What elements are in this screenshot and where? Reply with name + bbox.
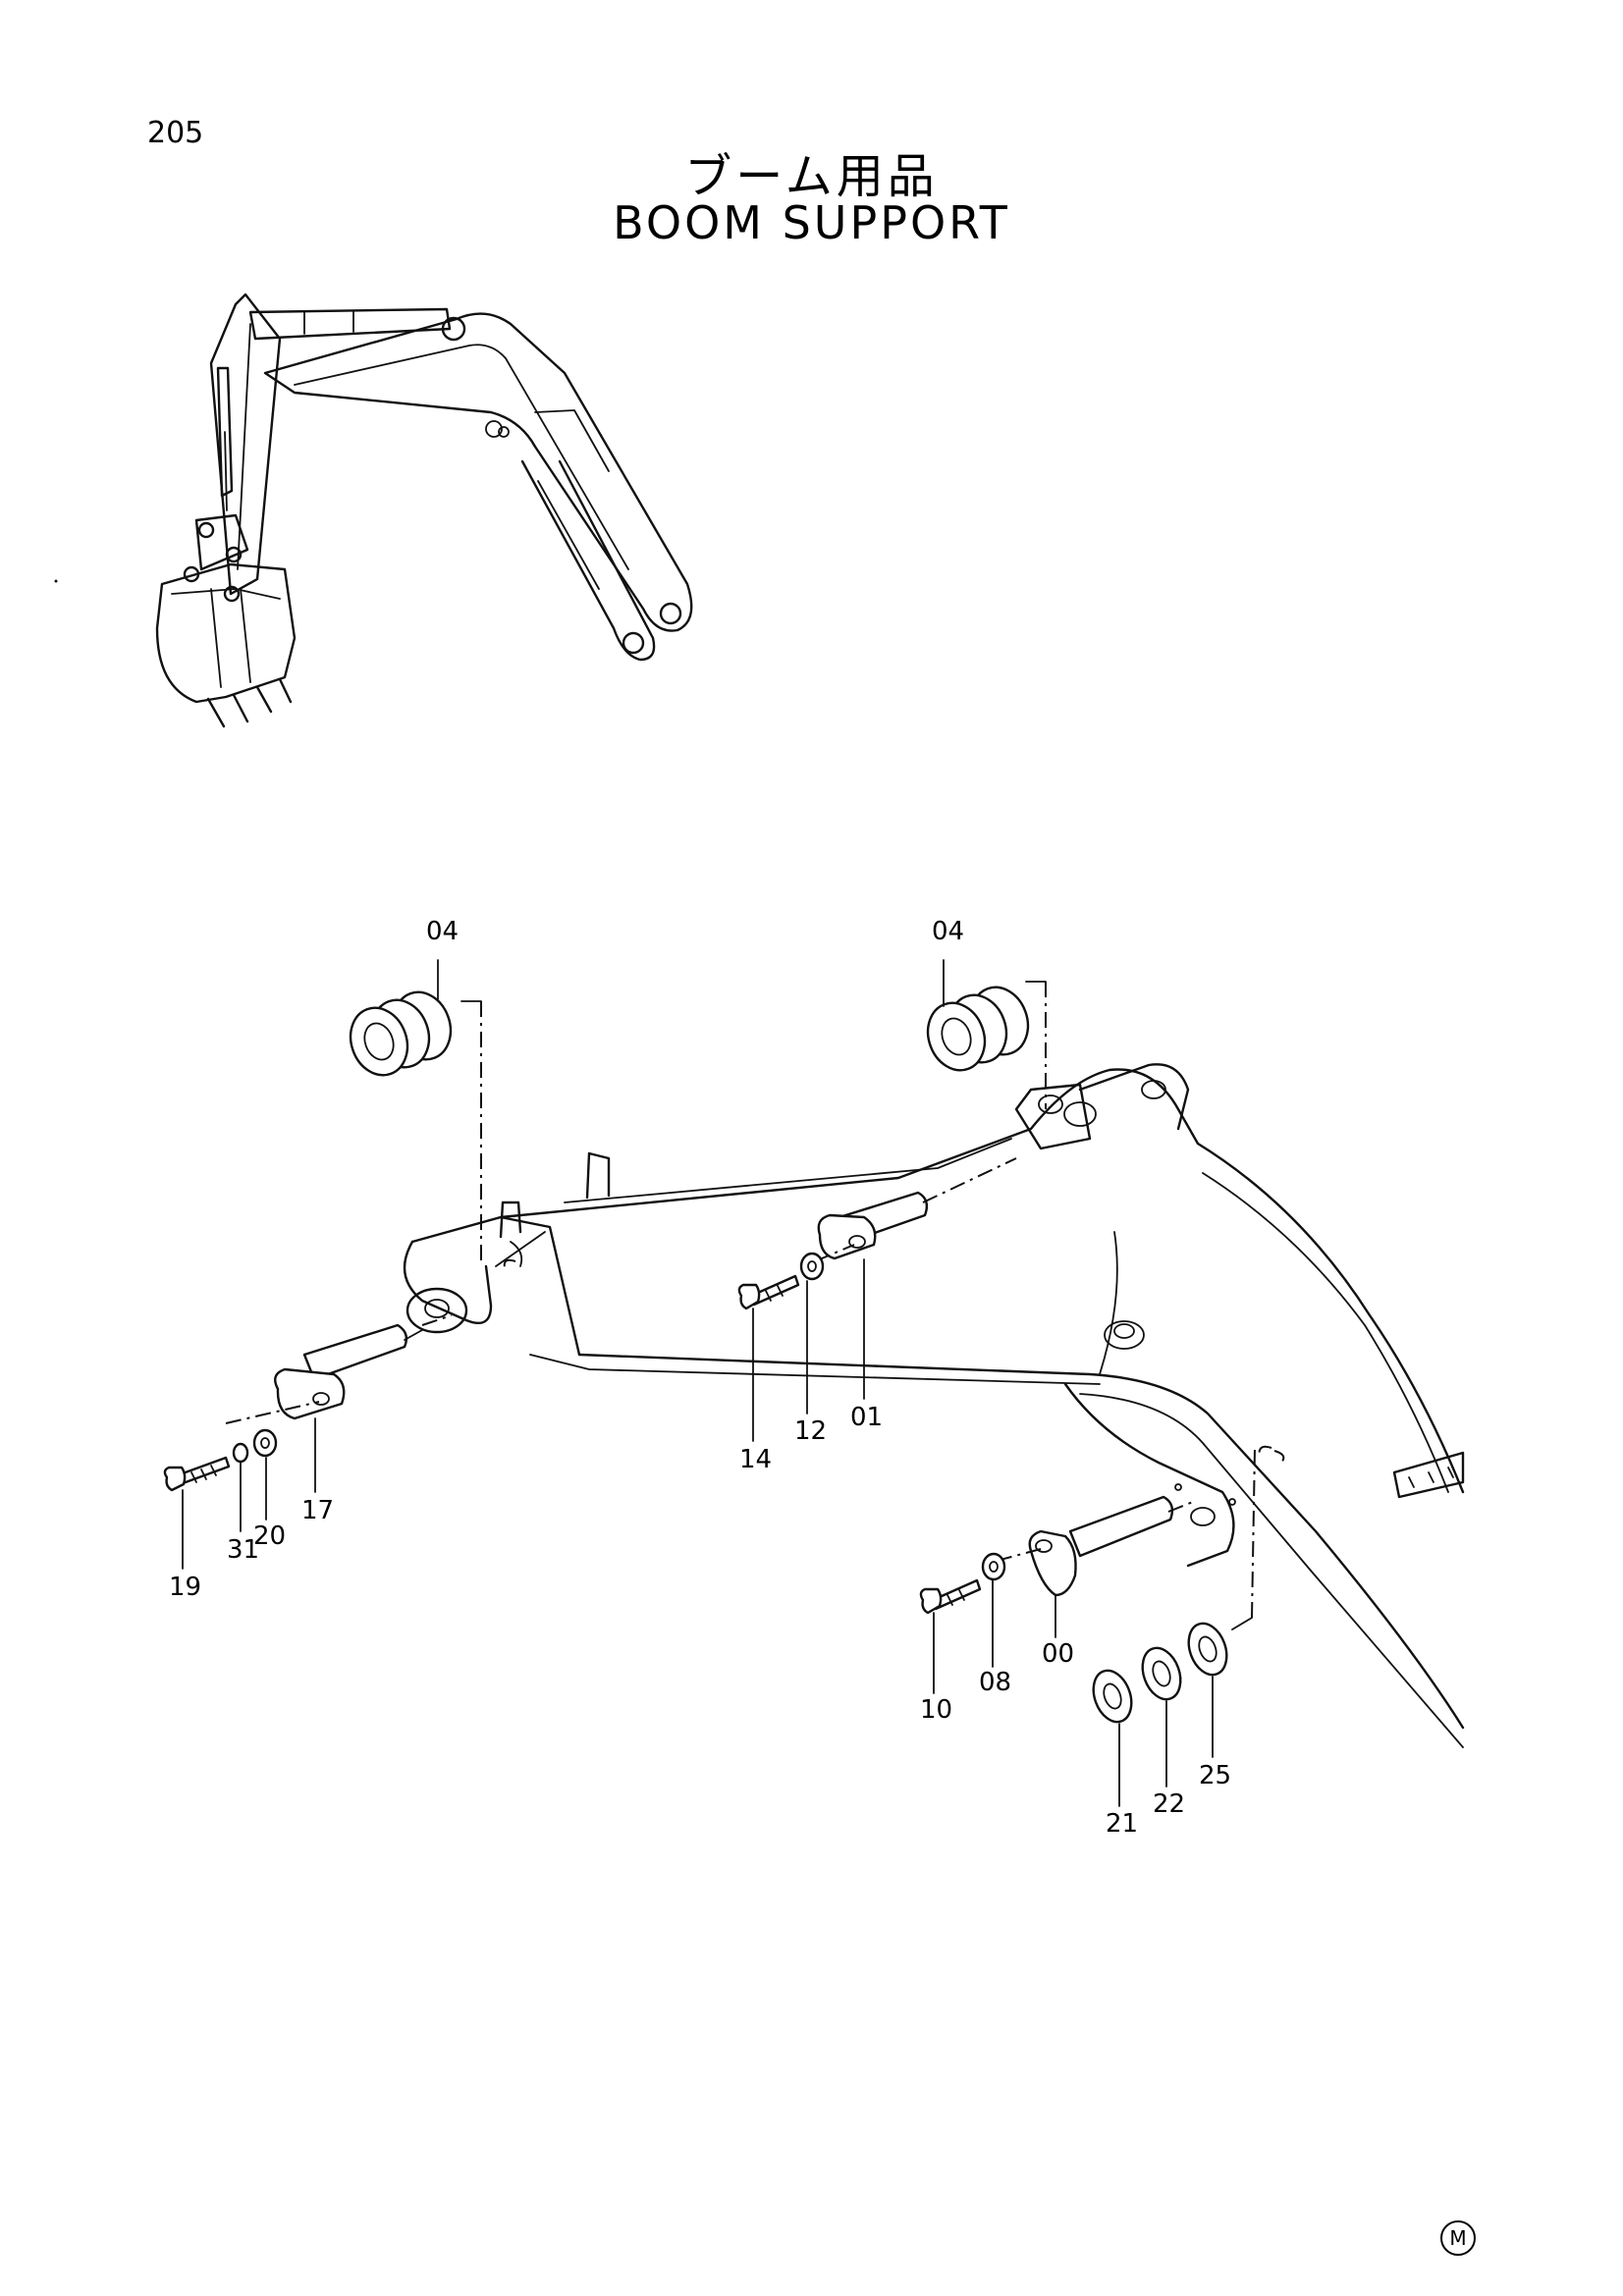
callout-12: 12 bbox=[794, 1416, 827, 1446]
callout-10: 10 bbox=[920, 1695, 952, 1725]
callout-21: 21 bbox=[1106, 1809, 1138, 1839]
callout-01: 01 bbox=[850, 1403, 883, 1432]
callout-14: 14 bbox=[739, 1445, 772, 1474]
page-title-english: BOOM SUPPORT bbox=[613, 196, 1010, 249]
pin-00-assembly bbox=[919, 1447, 1256, 1724]
shim-stack-04-right bbox=[926, 981, 1047, 1109]
pin-01-assembly bbox=[737, 1157, 1017, 1310]
page-number: 205 bbox=[147, 116, 204, 150]
callout-31: 31 bbox=[227, 1535, 259, 1565]
callout-labels: 04 04 01 12 14 17 20 31 19 00 08 10 21 2… bbox=[169, 917, 1231, 1839]
callout-17: 17 bbox=[301, 1496, 334, 1525]
pin-17-assembly bbox=[163, 1314, 453, 1492]
callout-04-left: 04 bbox=[426, 917, 459, 946]
leader-lines bbox=[182, 959, 1214, 1807]
shim-stack-04-left bbox=[349, 990, 482, 1261]
corner-mark: M bbox=[1440, 2220, 1476, 2256]
boom-exploded-view bbox=[403, 1063, 1465, 1748]
callout-00: 00 bbox=[1042, 1639, 1074, 1669]
callout-20: 20 bbox=[253, 1522, 286, 1551]
callout-25: 25 bbox=[1199, 1761, 1231, 1790]
callout-19: 19 bbox=[169, 1573, 201, 1602]
callout-04-right: 04 bbox=[932, 917, 964, 946]
attachment-overview-illustration bbox=[155, 293, 693, 728]
page-title-japanese: ブーム用品 bbox=[684, 149, 939, 204]
callout-22: 22 bbox=[1153, 1789, 1185, 1819]
callout-08: 08 bbox=[979, 1668, 1011, 1697]
